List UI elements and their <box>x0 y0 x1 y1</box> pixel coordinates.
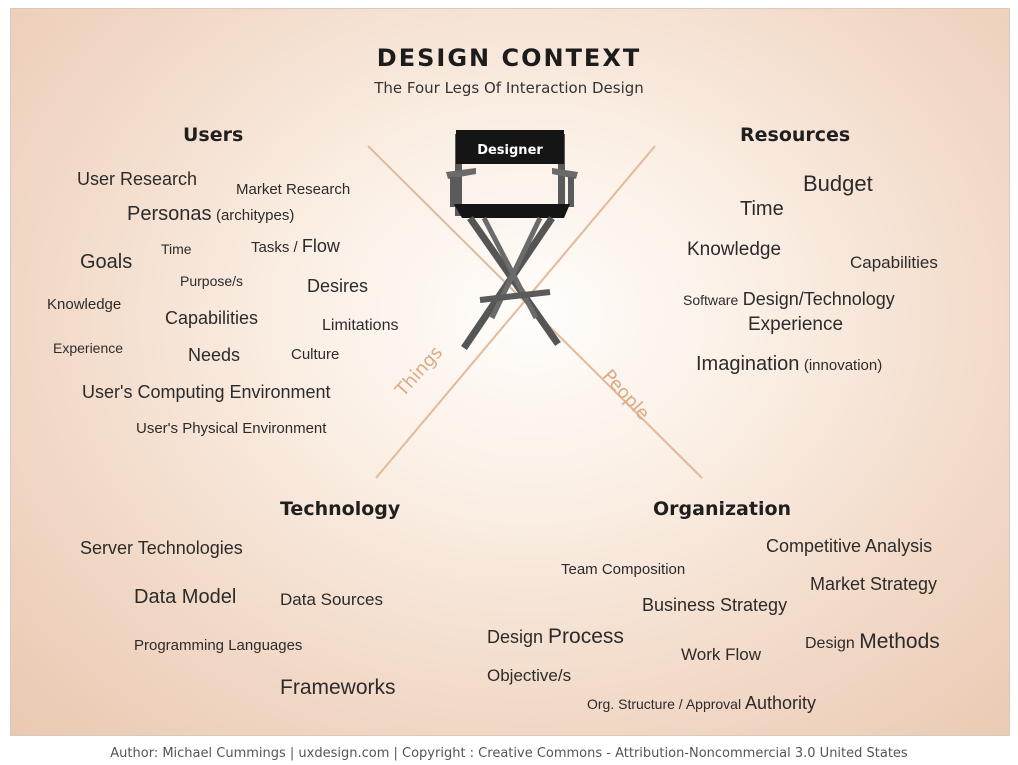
term-org-structure: Org. Structure / Approval <box>587 696 745 712</box>
term-design-methods-group: Design Methods <box>805 631 940 652</box>
chair-seat <box>454 204 570 218</box>
term-design-process-group: Design Process <box>487 626 624 647</box>
term-team-composition: Team Composition <box>561 561 686 578</box>
term-org-structure-group: Org. Structure / Approval Authority <box>587 694 816 713</box>
organization-heading: Organization <box>653 498 792 520</box>
chair-footrest <box>479 289 551 303</box>
term-purposes: Purpose/s <box>180 273 244 289</box>
chair-armrest-right <box>552 168 578 179</box>
term-software-design-group: Software Design/Technology <box>683 290 895 309</box>
chair-label: Designer <box>477 143 543 158</box>
technology-heading: Technology <box>280 498 401 520</box>
term-personas-note: (architypes) <box>215 207 295 224</box>
term-work-flow: Work Flow <box>681 645 761 664</box>
people-axis-line <box>375 145 656 479</box>
resources-heading: Resources <box>740 124 851 146</box>
term-resources-capabilities: Capabilities <box>850 253 938 272</box>
term-tasks: Tasks / <box>251 239 302 256</box>
diagram-title: DESIGN CONTEXT <box>376 44 642 72</box>
term-physical-environment: User's Physical Environment <box>136 420 327 437</box>
term-personas-group: Personas (architypes) <box>127 204 294 224</box>
users-heading: Users <box>183 124 244 146</box>
term-needs: Needs <box>188 345 241 365</box>
term-competitive-analysis: Competitive Analysis <box>766 536 933 556</box>
term-frameworks: Frameworks <box>280 676 396 699</box>
chair-leg-c <box>481 216 539 320</box>
director-chair-icon: Designer <box>446 130 578 350</box>
term-programming-languages: Programming Languages <box>134 637 303 654</box>
term-server-technologies: Server Technologies <box>80 538 243 558</box>
term-design-process: Process <box>548 625 624 648</box>
term-culture: Culture <box>291 346 340 363</box>
term-limitations: Limitations <box>322 317 399 334</box>
term-authority: Authority <box>744 693 817 713</box>
chair-armrest-left <box>446 168 476 179</box>
chair-arm-support-left <box>450 177 456 207</box>
term-tasks-flow-group: Tasks / Flow <box>251 237 340 256</box>
term-personas: Personas <box>127 203 212 225</box>
diagram-subtitle: The Four Legs Of Interaction Design <box>374 79 644 97</box>
chair-arm-support-right <box>568 177 574 207</box>
attribution-footer: Author: Michael Cummings | uxdesign.com … <box>110 746 908 761</box>
term-goals: Goals <box>80 251 133 273</box>
diagram-panel <box>10 8 1010 736</box>
term-capabilities: Capabilities <box>165 308 259 328</box>
term-resources-time: Time <box>740 198 784 220</box>
term-imagination-group: Imagination (innovation) <box>696 354 882 374</box>
term-flow: Flow <box>301 236 340 256</box>
term-computing-environment: User's Computing Environment <box>82 382 331 402</box>
term-desires: Desires <box>307 276 369 296</box>
term-imagination: Imagination <box>696 353 800 375</box>
term-time: Time <box>161 241 192 257</box>
term-market-research: Market Research <box>236 181 351 198</box>
chair-leg-d <box>489 216 543 320</box>
term-design-process-prefix: Design <box>487 627 549 647</box>
term-experience: Experience <box>53 340 124 356</box>
term-resources-knowledge: Knowledge <box>687 239 782 260</box>
term-knowledge: Knowledge <box>47 296 122 313</box>
term-software: Software <box>683 292 739 308</box>
term-user-research: User Research <box>77 169 198 189</box>
term-design-methods: Methods <box>859 630 940 653</box>
term-data-sources: Data Sources <box>280 590 383 609</box>
term-market-strategy: Market Strategy <box>810 574 938 594</box>
term-budget: Budget <box>803 171 873 196</box>
term-innovation: (innovation) <box>803 357 883 374</box>
term-design-methods-prefix: Design <box>805 635 860 652</box>
term-business-strategy: Business Strategy <box>642 595 788 615</box>
term-data-model: Data Model <box>134 586 237 608</box>
term-design-technology: Design/Technology <box>742 289 895 309</box>
term-objectives: Objective/s <box>487 666 572 685</box>
chair-back-canvas <box>456 130 564 164</box>
term-resources-experience: Experience <box>748 314 844 335</box>
